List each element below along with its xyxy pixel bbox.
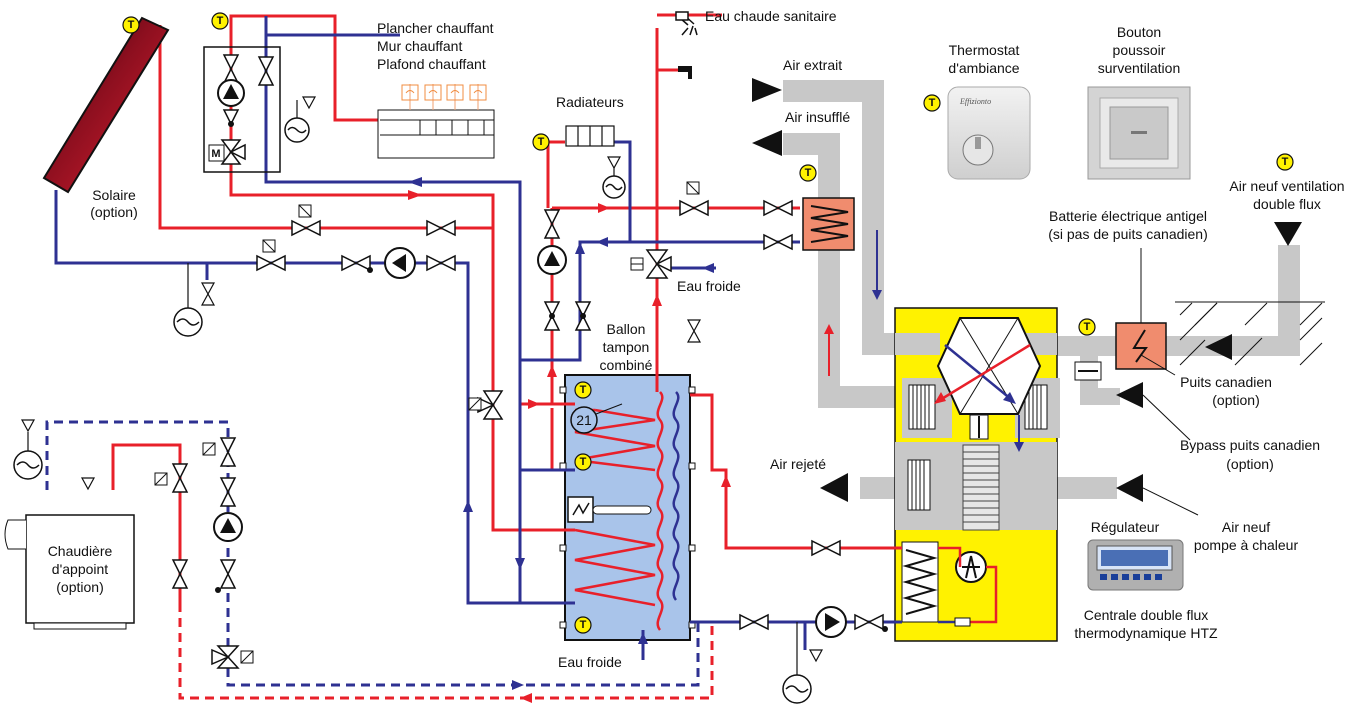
- label-air-supplied: Air insufflé: [785, 109, 850, 125]
- flow-arrows: [408, 177, 731, 703]
- compressor-icon: [955, 551, 987, 583]
- filter-right: [1024, 384, 1048, 430]
- label-floor-heating-1: Plancher chauffant: [377, 20, 494, 36]
- filter-left: [908, 384, 936, 430]
- pipes-hot-dashed: [111, 393, 714, 700]
- label-antifreeze-2: (si pas de puits canadien): [1048, 226, 1208, 242]
- svg-text:T: T: [580, 456, 587, 468]
- label-bypass-2: (option): [1226, 456, 1273, 472]
- label-air-extracted: Air extrait: [783, 57, 842, 73]
- label-canadian-well-2: (option): [1212, 392, 1259, 408]
- tap-icon: [678, 66, 692, 79]
- label-central-1: Centrale double flux: [1084, 607, 1209, 623]
- sensor-icon: T: [574, 381, 592, 399]
- radiator: [565, 125, 615, 147]
- tank-thermostat: 21: [570, 406, 598, 434]
- water-air-exchanger: [802, 197, 855, 251]
- safety-valves: [20, 96, 824, 663]
- sensor-icon: T: [532, 133, 550, 151]
- regulator-device: [1087, 539, 1184, 591]
- label-solar-2: (option): [90, 204, 137, 220]
- sensor-icon: T: [574, 453, 592, 471]
- label-central-2: thermodynamique HTZ: [1074, 625, 1218, 641]
- sensor-icon: T: [799, 164, 817, 182]
- sensor-icon: T: [923, 94, 941, 112]
- boost-button-device: [1087, 86, 1191, 180]
- label-fresh-air-hp-1: Air neuf: [1222, 519, 1270, 535]
- svg-text:Effizionto: Effizionto: [959, 97, 991, 106]
- boiler: [4, 514, 135, 630]
- floor-heating-manifold: [377, 84, 495, 159]
- svg-text:T: T: [538, 136, 545, 148]
- sensor-icon: T: [1276, 153, 1294, 171]
- svg-text:T: T: [1084, 321, 1091, 333]
- label-boiler-2: d'appoint: [52, 561, 109, 577]
- label-fresh-air-df-1: Air neuf ventilation: [1229, 178, 1344, 194]
- svg-text:T: T: [580, 619, 587, 631]
- label-solar-1: Solaire: [92, 187, 136, 203]
- valve-actuators: [154, 181, 700, 664]
- svg-text:T: T: [1282, 156, 1289, 168]
- svg-text:21: 21: [576, 412, 592, 428]
- label-thermostat-1: Thermostat: [949, 42, 1020, 58]
- solar-panel: [42, 16, 170, 194]
- sensor-icon: T: [1078, 318, 1096, 336]
- label-thermostat-2: d'ambiance: [948, 60, 1019, 76]
- ground: [1175, 301, 1325, 366]
- svg-text:T: T: [805, 167, 812, 179]
- svg-text:T: T: [580, 384, 587, 396]
- temperature-sensors: T T T T T T T T T T 21: [122, 12, 1294, 634]
- air-arrows: [752, 78, 1302, 502]
- label-tank-3: combiné: [600, 357, 653, 373]
- label-dhw: Eau chaude sanitaire: [705, 8, 837, 24]
- pipes-cold-dashed: [45, 420, 700, 687]
- svg-text:T: T: [128, 19, 135, 31]
- sensor-icon: T: [574, 616, 592, 634]
- pumps: [213, 79, 847, 638]
- label-floor-heating-2: Mur chauffant: [377, 38, 462, 54]
- evaporator-coil: [962, 444, 1000, 531]
- label-boiler-1: Chaudière: [48, 543, 113, 559]
- text-labels: Solaire (option) Plancher chauffant Mur …: [48, 8, 1345, 670]
- mixing-group: [203, 46, 281, 173]
- label-canadian-well-1: Puits canadien: [1180, 374, 1272, 390]
- sensor-icon: T: [122, 16, 140, 34]
- label-fresh-air-hp-2: pompe à chaleur: [1194, 537, 1299, 553]
- label-tank-1: Ballon: [607, 321, 646, 337]
- sensor-icon: T: [211, 12, 229, 30]
- filter-reject: [907, 459, 931, 511]
- antifreeze-battery: [1115, 248, 1167, 370]
- svg-text:T: T: [929, 97, 936, 109]
- label-antifreeze-1: Batterie électrique antigel: [1049, 208, 1207, 224]
- shower-icon: [675, 11, 698, 36]
- condenser-coil: [901, 541, 939, 623]
- motor-label: M: [211, 148, 220, 160]
- label-radiators: Radiateurs: [556, 94, 624, 110]
- svg-text:T: T: [217, 15, 224, 27]
- central-unit: [824, 230, 1060, 642]
- thermostat-device: Effizionto: [947, 86, 1031, 180]
- label-cold-water-top: Eau froide: [677, 278, 741, 294]
- label-boost-3: surventilation: [1098, 60, 1181, 76]
- label-boost-1: Bouton: [1117, 24, 1161, 40]
- label-tank-2: tampon: [603, 339, 650, 355]
- label-regulator: Régulateur: [1091, 519, 1160, 535]
- label-floor-heating-3: Plafond chauffant: [377, 56, 486, 72]
- label-boost-2: poussoir: [1113, 42, 1166, 58]
- label-cold-water-bottom: Eau froide: [558, 654, 622, 670]
- label-bypass-1: Bypass puits canadien: [1180, 437, 1320, 453]
- label-boiler-3: (option): [56, 579, 103, 595]
- valves: [171, 54, 884, 669]
- label-air-rejected: Air rejeté: [770, 456, 826, 472]
- label-fresh-air-df-2: double flux: [1253, 196, 1321, 212]
